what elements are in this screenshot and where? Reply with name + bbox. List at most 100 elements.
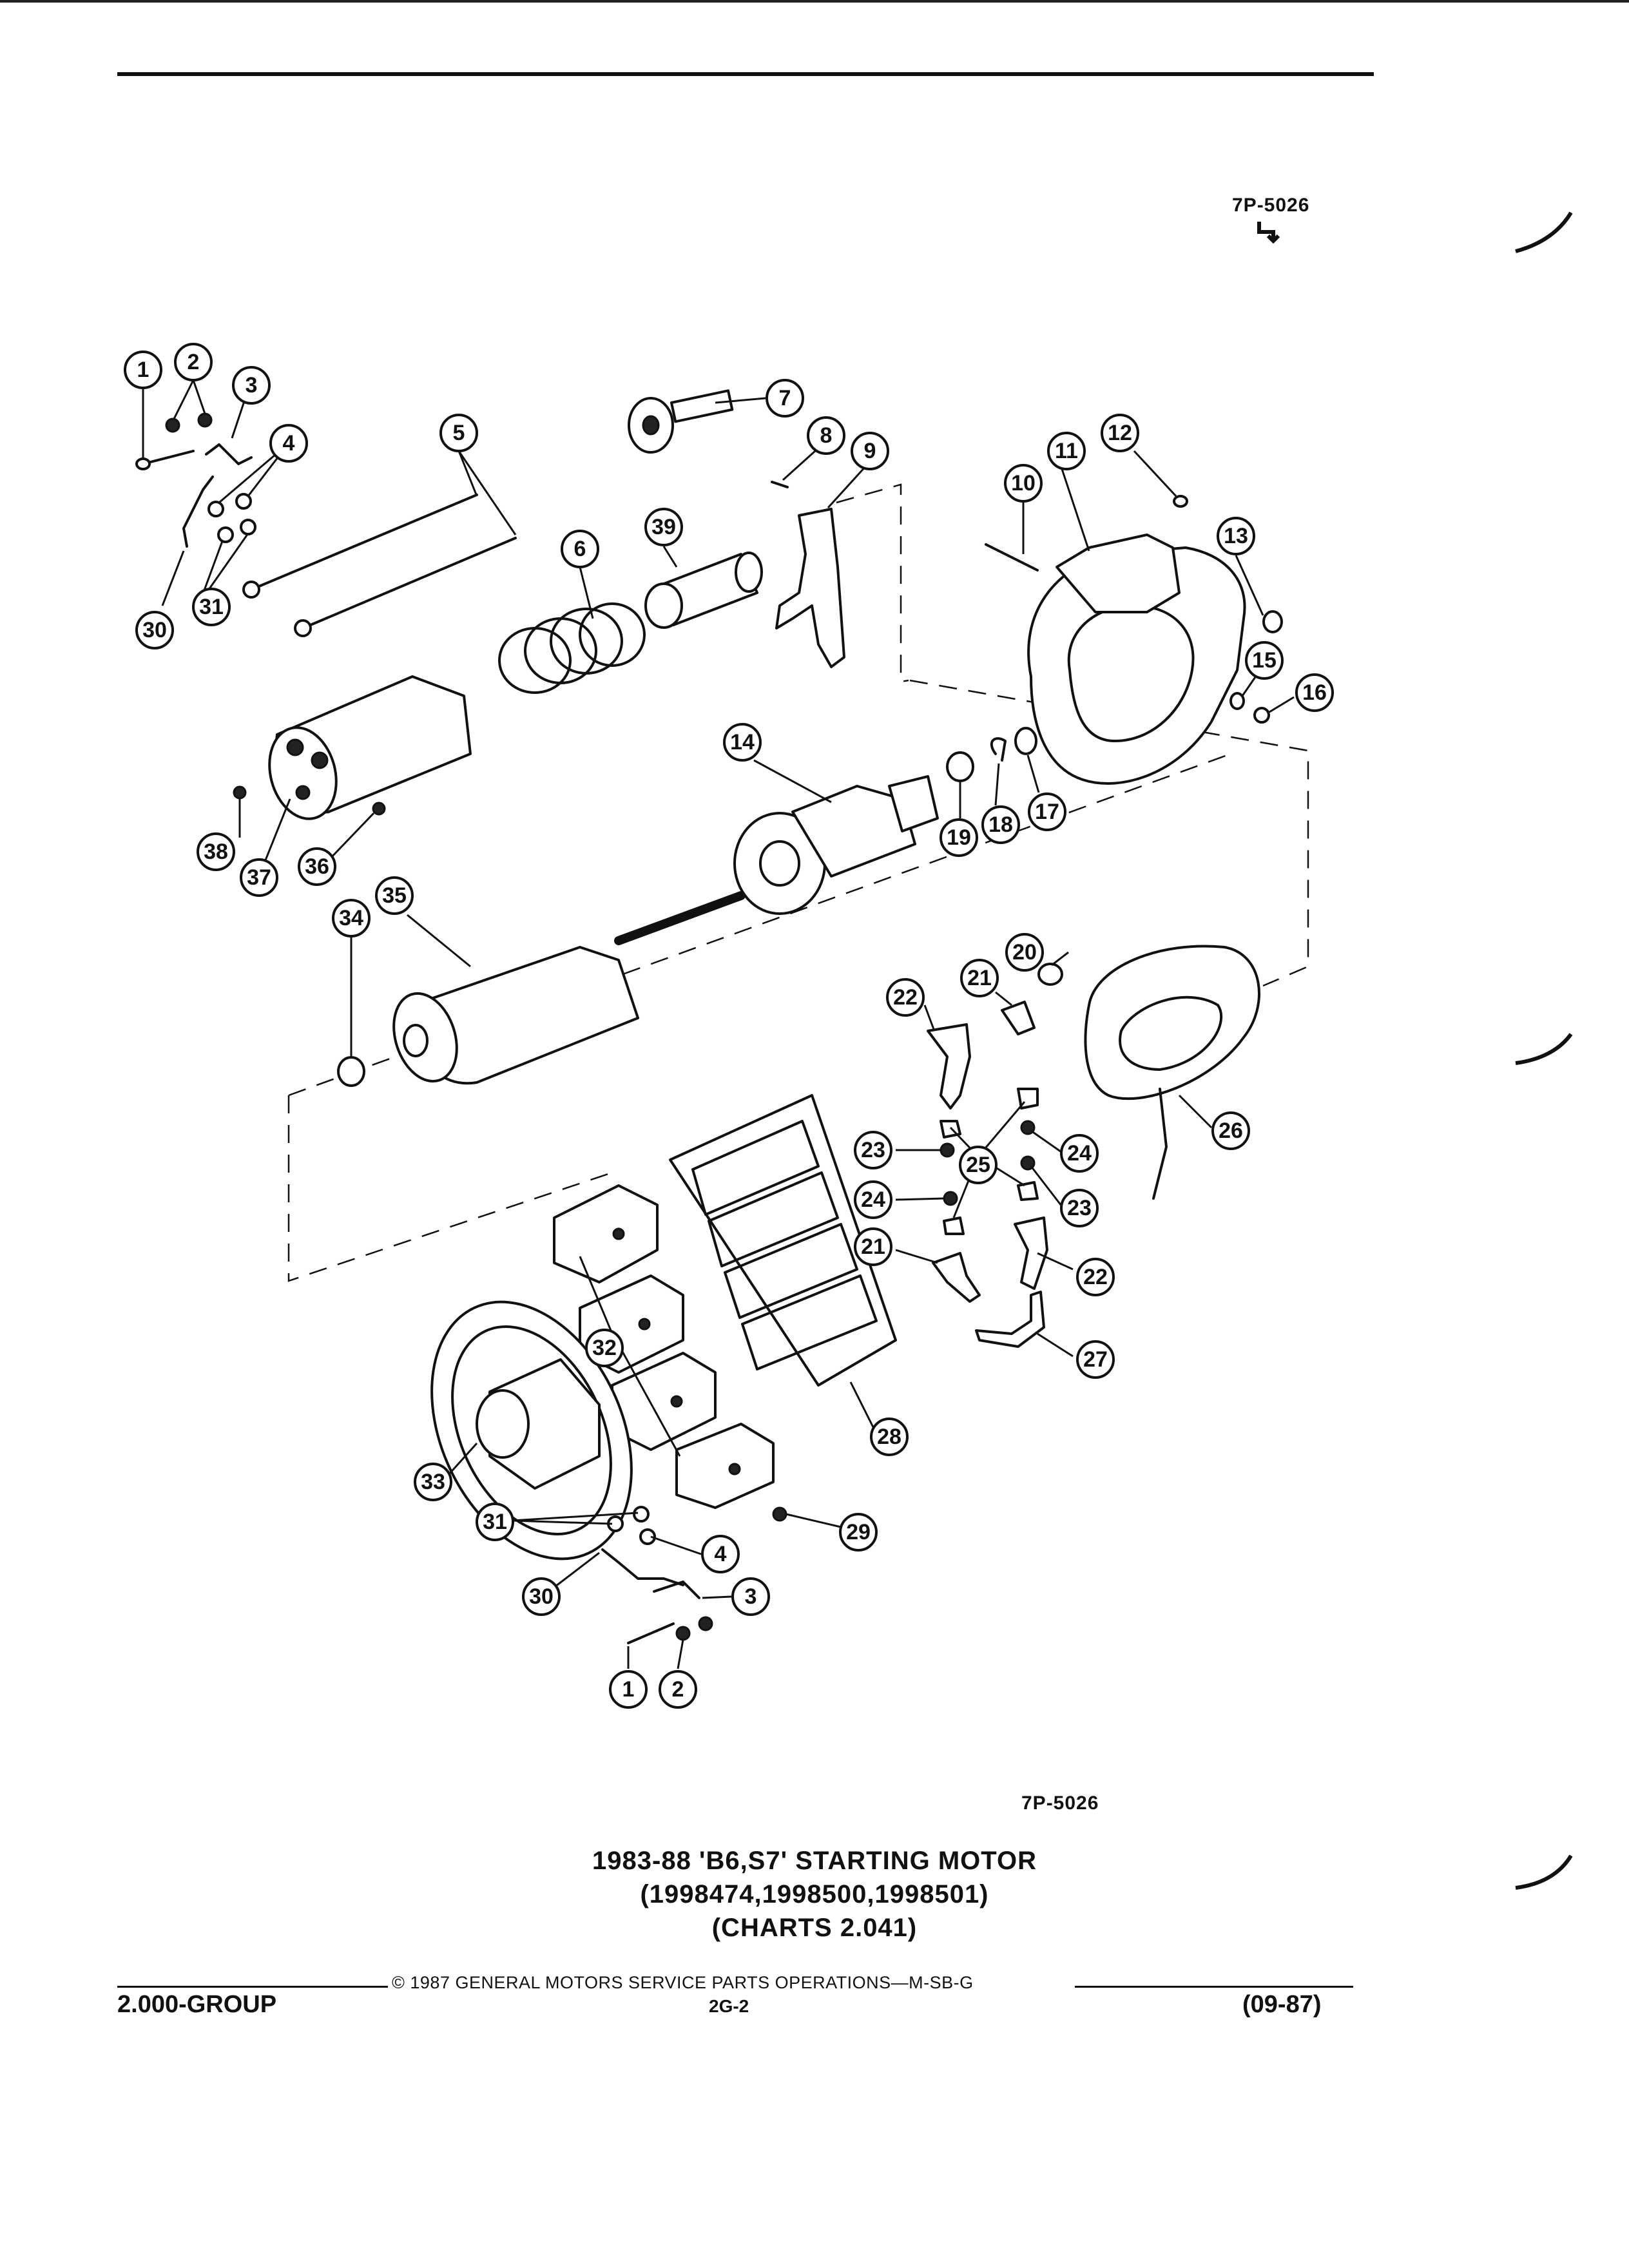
callout-3: 3 [232, 366, 271, 405]
svg-text:1: 1 [622, 1677, 635, 1702]
callout-21: 21 [960, 959, 999, 997]
callout-31: 31 [192, 588, 231, 626]
callout-33: 33 [414, 1463, 452, 1501]
svg-text:3: 3 [745, 1584, 757, 1609]
svg-text:5: 5 [453, 421, 465, 445]
margin-marks [1515, 211, 1573, 1890]
svg-text:15: 15 [1252, 648, 1277, 673]
part-33-end-frame [430, 1300, 633, 1561]
callout-20: 20 [1005, 933, 1044, 972]
figure-code-top: 7P-5026 [1232, 195, 1310, 216]
footer-rule-left [117, 1986, 388, 1988]
svg-text:30: 30 [529, 1584, 554, 1609]
callout-4: 4 [269, 424, 308, 463]
callout-7: 7 [766, 379, 804, 418]
svg-text:17: 17 [1035, 800, 1059, 824]
reference-arrow-icon [1257, 222, 1280, 244]
svg-text:31: 31 [483, 1510, 507, 1534]
part-21-insulator-lower [932, 1252, 981, 1303]
callout-22: 22 [886, 978, 925, 1017]
svg-text:24: 24 [861, 1187, 885, 1212]
svg-text:1: 1 [137, 358, 149, 382]
svg-text:31: 31 [199, 595, 224, 619]
callout-1: 1 [124, 351, 162, 389]
part-12-plug [1173, 495, 1188, 508]
svg-text:4: 4 [283, 431, 295, 456]
svg-text:39: 39 [651, 515, 676, 539]
callout-9: 9 [851, 432, 889, 470]
callout-32: 32 [585, 1329, 624, 1367]
svg-text:27: 27 [1083, 1347, 1108, 1372]
part-19-collar [946, 751, 974, 782]
callout-1-bottom: 1 [609, 1670, 648, 1709]
part-6-springs [498, 602, 646, 694]
part-21-insulator [1001, 1001, 1036, 1035]
svg-text:18: 18 [988, 812, 1013, 837]
callout-2-bottom: 2 [659, 1670, 697, 1709]
footer-rule-right [1075, 1986, 1353, 1988]
svg-text:33: 33 [421, 1470, 445, 1494]
svg-text:23: 23 [861, 1138, 885, 1162]
svg-text:6: 6 [574, 537, 586, 561]
group-label: 2.000-GROUP [117, 1991, 277, 2018]
callout-35: 35 [375, 876, 414, 915]
part-8-pin [771, 481, 789, 488]
svg-text:20: 20 [1012, 940, 1037, 965]
callout-12: 12 [1101, 414, 1139, 452]
callout-14: 14 [723, 723, 762, 762]
svg-text:3: 3 [246, 373, 258, 398]
svg-text:8: 8 [820, 423, 833, 448]
svg-text:19: 19 [947, 825, 971, 850]
part-26-field-coil [1084, 945, 1260, 1200]
callout-24-right: 24 [1060, 1134, 1099, 1173]
part-35-armature [392, 891, 746, 1085]
part-2-screws [165, 412, 213, 433]
part-10-bolt [985, 543, 1039, 572]
svg-text:24: 24 [1067, 1141, 1092, 1166]
callout-13: 13 [1217, 517, 1255, 555]
callout-29: 29 [839, 1513, 878, 1552]
svg-text:12: 12 [1108, 421, 1132, 445]
svg-text:4: 4 [715, 1542, 727, 1566]
svg-text:34: 34 [339, 906, 363, 930]
part-1-bolt [135, 450, 195, 470]
part-29-screw [772, 1506, 787, 1522]
header-rule [117, 72, 1374, 76]
callout-34: 34 [332, 899, 371, 937]
page-number: 2G-2 [709, 1996, 749, 2016]
callout-28: 28 [870, 1418, 909, 1456]
part-20-grommet [1037, 963, 1063, 986]
callout-30-bottom: 30 [522, 1577, 561, 1616]
svg-text:14: 14 [730, 730, 755, 754]
svg-text:16: 16 [1302, 680, 1327, 705]
svg-text:25: 25 [966, 1153, 990, 1177]
part-7-plunger [628, 389, 734, 454]
parts-23-24-25-hardware [940, 1088, 1039, 1235]
part-39-tube [644, 552, 763, 629]
part-4-31-nuts [207, 493, 256, 543]
part-9-shift-lever [775, 508, 845, 668]
callout-36: 36 [298, 847, 336, 886]
svg-text:28: 28 [877, 1425, 901, 1449]
svg-text:26: 26 [1219, 1119, 1243, 1143]
bottom-hardware [601, 1506, 713, 1644]
callout-16: 16 [1295, 673, 1334, 712]
callout-11: 11 [1047, 432, 1086, 470]
svg-text:32: 32 [592, 1336, 617, 1360]
svg-text:2: 2 [672, 1677, 684, 1702]
callout-37: 37 [240, 858, 278, 897]
callout-8: 8 [807, 416, 845, 455]
callout-22-lower: 22 [1076, 1258, 1115, 1296]
part-37-solenoid [268, 675, 472, 820]
callout-30: 30 [135, 611, 174, 649]
page-top-edge [0, 0, 1629, 3]
svg-text:11: 11 [1055, 439, 1078, 463]
callout-bubbles: 1 2 3 4 5 6 7 8 9 10 11 12 13 14 15 16 1… [124, 343, 1334, 1709]
part-36-screw [372, 802, 386, 816]
figure-code-bottom: 7P-5026 [1021, 1792, 1099, 1814]
svg-text:36: 36 [305, 854, 329, 879]
svg-text:21: 21 [967, 966, 992, 990]
svg-text:2: 2 [188, 350, 200, 374]
svg-text:9: 9 [864, 439, 876, 463]
